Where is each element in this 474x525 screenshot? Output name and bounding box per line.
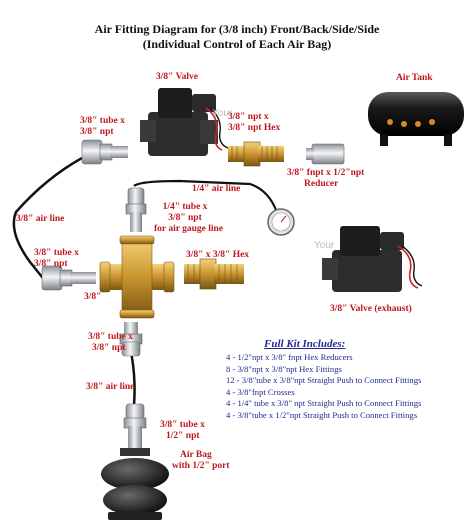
gauge-fitting (125, 187, 147, 232)
valve-top (140, 88, 229, 156)
tube-fitting-bottom (119, 322, 143, 357)
air-gauge (267, 208, 295, 236)
label-tube-npt-top-1: 3/8" tube x (80, 116, 125, 126)
label-tube-npt-bottom-2: 3/8" npt (92, 343, 126, 353)
kit-item: 12 - 3/8"tube x 3/8"npt Straight Push to… (226, 375, 422, 386)
label-hex-top-1: 3/8" npt x (228, 112, 269, 122)
label-tube-half-1: 3/8" tube x (160, 420, 205, 430)
label-gauge-fit-3: for air gauge line (154, 224, 224, 234)
label-valve-exhaust: 3/8" Valve (exhaust) (330, 304, 412, 314)
valve-exhaust (322, 226, 423, 292)
hex-fitting-top (228, 141, 284, 167)
diagram-subtitle: (Individual Control of Each Air Bag) (142, 37, 332, 51)
air-tank (368, 92, 464, 146)
reducer-fitting (306, 143, 345, 165)
label-tube-npt-bottom-1: 3/8" tube x (88, 332, 133, 342)
label-tube-npt-left-1: 3/8" tube x (34, 248, 79, 258)
kit-list: 4 - 1/2"npt x 3/8" fnpt Hex Reducers 8 -… (226, 352, 472, 422)
tube-fitting-half (123, 403, 147, 448)
kit-title: Full Kit Includes: (264, 338, 346, 350)
diagram-title: Air Fitting Diagram for (3/8 inch) Front… (94, 22, 380, 36)
watermark-top: Your (212, 108, 233, 119)
kit-item: 4 - 1/2"npt x 3/8" fnpt Hex Reducers (226, 352, 353, 362)
kit-item: 8 - 3/8"npt x 3/8"npt Hex Fittings (226, 363, 342, 374)
label-valve-top: 3/8" Valve (156, 72, 198, 82)
label-gauge-fit-2: 3/8" npt (168, 213, 202, 223)
label-air-bag-1: Air Bag (180, 450, 212, 460)
kit-item: 4 - 3/8"tube x 1/2"npt Straight Push to … (226, 409, 418, 420)
watermark-mid: Your (314, 240, 335, 251)
brass-cross (99, 235, 175, 319)
label-air-line-left: 3/8" air line (16, 214, 65, 224)
tube-fitting-top-left (81, 139, 128, 165)
label-air-bag-2: with 1/2" port (172, 461, 230, 471)
label-hex-mid: 3/8" x 3/8" Hex (186, 250, 250, 260)
label-reducer-2: Reducer (304, 179, 339, 189)
label-air-line-bottom: 3/8" air line (86, 382, 135, 392)
label-tube-npt-top-2: 3/8" npt (80, 127, 114, 137)
label-tube-half-2: 1/2" npt (166, 431, 200, 441)
label-cross: 3/8" (84, 292, 102, 302)
kit-item: 4 - 1/4" tube x 3/8" npt Straight Push t… (226, 398, 422, 409)
kit-item: 4 - 3/8"fnpt Crosses (226, 386, 295, 397)
air-bag (101, 448, 169, 520)
label-reducer-1: 3/8" fnpt x 1/2"npt (287, 168, 365, 178)
air-line-bottom (129, 351, 136, 406)
air-line-quarter (133, 179, 278, 211)
label-hex-top-2: 3/8" npt Hex (228, 123, 281, 133)
label-gauge-fit-1: 1/4" tube x (162, 202, 208, 212)
label-air-tank: Air Tank (396, 73, 433, 83)
tube-fitting-left (41, 265, 96, 291)
air-line-left (12, 156, 83, 283)
label-tube-npt-left-2: 3/8" npt (34, 259, 68, 269)
hex-fitting-mid (184, 258, 244, 290)
label-air-line-quarter: 1/4" air line (192, 184, 241, 194)
